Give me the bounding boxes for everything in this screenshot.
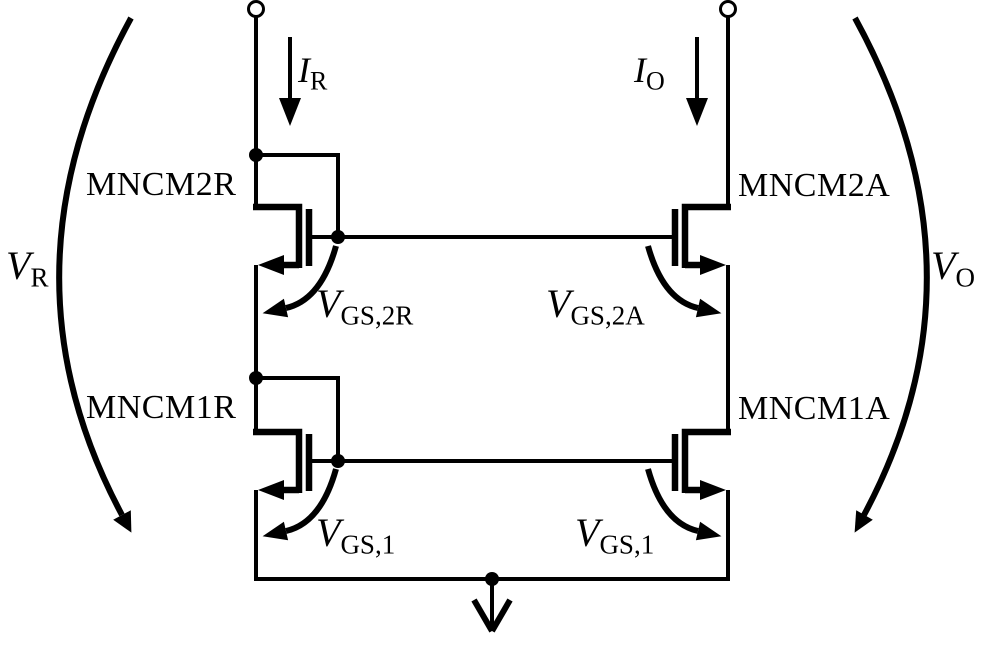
transistor-label-mncm1r: MNCM1R	[86, 389, 237, 426]
current-label-ir: IR	[298, 52, 327, 94]
arc	[645, 468, 699, 534]
current-symbol: I	[298, 50, 310, 90]
arrow-head	[262, 521, 289, 541]
junction-dot	[249, 148, 263, 162]
junction-dot	[331, 230, 345, 244]
voltage-subscript: GS,1	[599, 529, 655, 560]
junction-dot	[249, 371, 263, 385]
nmos-mncm2r	[253, 203, 313, 275]
nmos-mncm1r	[253, 428, 313, 500]
current-subscript: R	[310, 66, 328, 96]
nmos-mncm2a	[671, 203, 731, 275]
vgs-arrow-top-right-icon	[645, 245, 722, 318]
nmos-drain-channel	[253, 428, 303, 493]
current-label-io: IO	[634, 52, 665, 94]
ground-arrow-icon	[471, 581, 513, 633]
voltage-symbol: V	[931, 243, 956, 288]
arrow-head	[695, 298, 722, 318]
nmos-drain-channel	[253, 203, 303, 268]
junctions	[249, 148, 499, 586]
voltage-subscript: R	[30, 262, 49, 293]
arc	[285, 245, 339, 311]
terminal-icon	[719, 0, 737, 18]
arrow-head	[695, 521, 722, 541]
arrow-head	[686, 98, 708, 126]
transistor-label-mncm2r: MNCM2R	[86, 166, 237, 203]
voltage-symbol: V	[6, 243, 31, 288]
nmos-drain-channel	[681, 203, 731, 268]
current-subscript: O	[646, 66, 665, 96]
port-voltage-arc-vo-icon	[852, 16, 930, 533]
vgs-label-bottom-right: VGS,1	[575, 513, 654, 559]
arrow-head-left	[471, 598, 495, 633]
wires	[254, 16, 730, 581]
transistor-label-mncm1a: MNCM1A	[738, 390, 891, 427]
source-arrow-icon	[700, 480, 726, 500]
voltage-symbol: V	[575, 510, 600, 555]
voltage-subscript: GS,2A	[570, 300, 645, 331]
voltage-subscript: O	[955, 262, 975, 293]
current-arrow-io-icon	[686, 37, 708, 126]
voltage-subscript: GS,2R	[340, 300, 414, 331]
arrow-head	[262, 298, 289, 318]
source-arrow-icon	[258, 480, 284, 500]
vgs-label-bottom-left: VGS,1	[316, 513, 395, 559]
junction-dot	[485, 572, 499, 586]
port-voltage-label-vo: VO	[931, 246, 975, 292]
nmos-mncm1a	[671, 428, 731, 500]
current-arrow-ir-icon	[279, 37, 301, 126]
source-arrow-icon	[258, 255, 284, 275]
port-voltage-arc-vr-icon	[56, 16, 134, 533]
arrow-head-right	[489, 598, 513, 633]
arc	[56, 16, 134, 517]
current-symbol: I	[634, 50, 646, 90]
port-voltage-label-vr: VR	[6, 246, 48, 292]
arc	[645, 245, 699, 311]
vgs-label-top-left: VGS,2R	[316, 284, 413, 330]
vgs-arrow-bottom-right-icon	[645, 468, 722, 541]
transistor-label-mncm2a: MNCM2A	[738, 167, 891, 204]
nmos-drain-channel	[681, 428, 731, 493]
junction-dot	[331, 454, 345, 468]
arc	[285, 468, 339, 534]
voltage-symbol: V	[316, 281, 341, 326]
arc	[852, 16, 930, 517]
source-arrow-icon	[700, 255, 726, 275]
voltage-symbol: V	[316, 510, 341, 555]
voltage-subscript: GS,1	[340, 529, 396, 560]
arrow-head	[854, 510, 873, 533]
voltage-symbol: V	[546, 281, 571, 326]
vgs-arrow-top-left-icon	[262, 245, 339, 318]
terminal-icon	[247, 0, 265, 18]
wire-diode-connect-bottom	[256, 376, 340, 461]
arrow-head	[279, 98, 301, 126]
wire-diode-connect-top	[256, 153, 340, 237]
vgs-arrow-bottom-left-icon	[262, 468, 339, 541]
arrow-head	[113, 510, 132, 533]
vgs-label-top-right: VGS,2A	[546, 284, 645, 330]
